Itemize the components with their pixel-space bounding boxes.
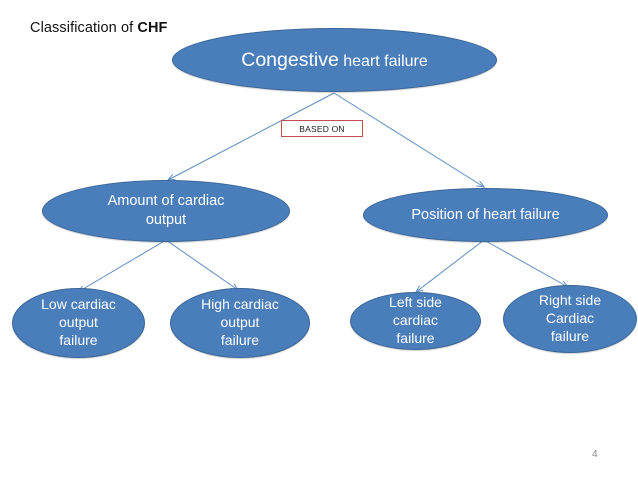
node-high-label: High cardiac output failure bbox=[201, 296, 279, 348]
node-position-label: Position of heart failure bbox=[411, 206, 560, 223]
node-right-label: Right side Cardiac failure bbox=[538, 292, 602, 344]
based-on-label-box: BASED ON bbox=[281, 120, 363, 137]
node-congestive-heart-failure[interactable]: Congestive heart failure bbox=[172, 28, 497, 92]
page-title: Classification of CHF bbox=[30, 20, 167, 36]
connector-position-to-right bbox=[483, 239, 568, 287]
node-root-label: Congestive heart failure bbox=[231, 48, 438, 73]
node-high-cardiac-output-failure[interactable]: High cardiac output failure bbox=[170, 288, 310, 358]
node-low-cardiac-output-failure[interactable]: Low cardiac output failure bbox=[12, 288, 145, 358]
node-right-side-cardiac-failure[interactable]: Right side Cardiac failure bbox=[503, 285, 637, 353]
connector-root-to-position bbox=[333, 92, 484, 187]
node-low-label: Low cardiac output failure bbox=[41, 296, 116, 348]
page-title-emphasis: CHF bbox=[137, 20, 168, 36]
connector-amount-to-low bbox=[78, 239, 167, 292]
node-position-of-heart-failure[interactable]: Position of heart failure bbox=[363, 188, 608, 242]
page-title-prefix: Classification of bbox=[30, 20, 138, 36]
based-on-label: BASED ON bbox=[299, 123, 345, 134]
connector-position-to-left bbox=[416, 239, 485, 292]
node-left-side-cardiac-failure[interactable]: Left side cardiac failure bbox=[350, 292, 481, 350]
node-amount-label: Amount of cardiac output bbox=[107, 193, 225, 228]
node-root-label-rest: heart failure bbox=[338, 52, 428, 70]
page-number: 4 bbox=[592, 449, 598, 460]
node-left-label: Left side cardiac failure bbox=[389, 294, 442, 346]
node-amount-of-cardiac-output[interactable]: Amount of cardiac output bbox=[42, 180, 290, 242]
connector-amount-to-high bbox=[165, 239, 238, 290]
node-root-label-emphasis: Congestive bbox=[241, 48, 339, 71]
